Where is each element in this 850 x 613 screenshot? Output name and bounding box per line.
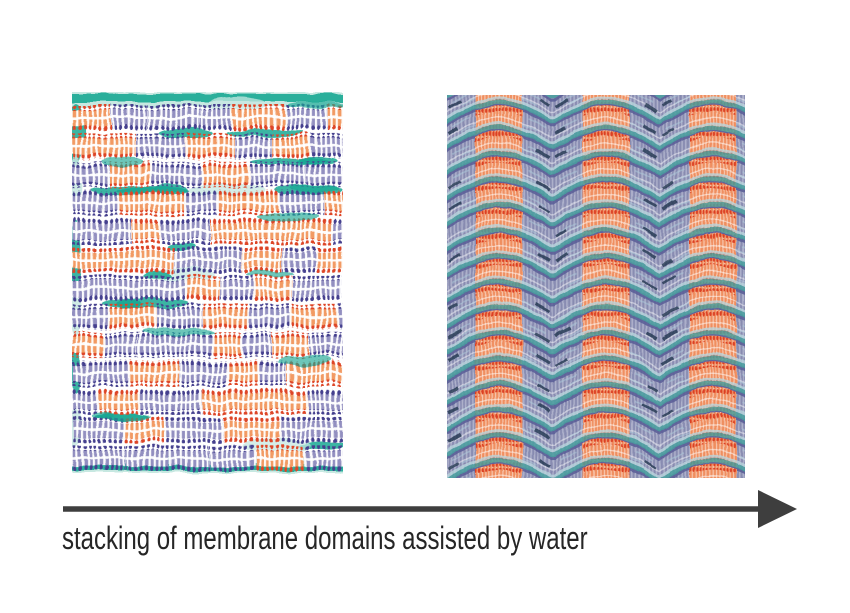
- purple-lipid-domain: [308, 332, 343, 358]
- purple-lipid-domain: [199, 105, 233, 131]
- orange-lipid-domain: [202, 161, 250, 188]
- orange-lipid-domain: [254, 445, 305, 472]
- orange-lipid-domain: [328, 105, 343, 131]
- orange-lipid-domain: [203, 389, 239, 415]
- process-arrow: [63, 490, 797, 528]
- purple-lipid-domain: [174, 247, 242, 273]
- orange-lipid-domain: [241, 247, 283, 273]
- stacked-orange-domain: [689, 463, 737, 478]
- purple-lipid-domain: [220, 275, 253, 301]
- purple-lipid-domain: [147, 105, 199, 131]
- purple-lipid-domain: [248, 303, 289, 330]
- orange-lipid-domain: [210, 218, 270, 244]
- purple-lipid-domain: [161, 218, 210, 244]
- orange-lipid-domain: [98, 389, 140, 415]
- orange-lipid-domain: [72, 247, 118, 273]
- purple-lipid-domain: [311, 133, 343, 159]
- orange-lipid-domain: [252, 275, 292, 301]
- purple-lipid-domain: [304, 445, 343, 472]
- orange-lipid-domain: [184, 133, 235, 159]
- orange-lipid-domain: [187, 275, 220, 301]
- orange-lipid-domain: [228, 360, 259, 386]
- purple-lipid-domain: [72, 417, 124, 443]
- purple-lipid-domain: [331, 417, 343, 443]
- orange-lipid-domain: [72, 332, 104, 358]
- purple-lipid-domain: [72, 303, 107, 330]
- membrane-sheet: [72, 92, 343, 473]
- orange-lipid-domain: [271, 332, 308, 358]
- orange-lipid-domain: [238, 389, 307, 415]
- purple-lipid-domain: [307, 389, 343, 415]
- purple-lipid-domain: [72, 360, 128, 386]
- purple-lipid-domain: [282, 247, 316, 273]
- orange-lipid-domain: [203, 303, 249, 330]
- orange-lipid-domain: [272, 133, 312, 159]
- purple-lipid-domain: [72, 389, 99, 415]
- orange-lipid-domain: [117, 247, 174, 273]
- purple-lipid-domain: [111, 105, 148, 131]
- orange-lipid-domain: [107, 303, 157, 330]
- panel-stacked-membrane-domains: [447, 95, 745, 478]
- orange-lipid-domain: [72, 105, 111, 131]
- purple-lipid-domain: [72, 275, 140, 301]
- purple-lipid-domain: [210, 445, 255, 472]
- orange-lipid-domain: [119, 190, 185, 216]
- orange-lipid-domain: [131, 218, 161, 244]
- purple-lipid-domain: [332, 218, 343, 244]
- stacked-orange-domain: [475, 463, 523, 478]
- stacked-lamellae: [447, 95, 745, 478]
- panel-unstacked-membrane-domains: [72, 92, 343, 473]
- purple-lipid-domain: [140, 275, 187, 301]
- orange-lipid-domain: [124, 417, 164, 443]
- purple-lipid-domain: [156, 303, 204, 330]
- orange-lipid-domain: [323, 190, 343, 216]
- purple-lipid-domain: [280, 417, 331, 443]
- purple-lipid-domain: [150, 161, 202, 188]
- purple-lipid-domain: [169, 445, 210, 472]
- purple-lipid-domain: [242, 332, 272, 358]
- purple-lipid-domain: [337, 303, 343, 330]
- orange-lipid-domain: [128, 360, 179, 386]
- purple-lipid-domain: [185, 190, 218, 216]
- purple-lipid-domain: [140, 389, 203, 415]
- purple-lipid-domain: [292, 275, 343, 301]
- purple-lipid-domain: [284, 105, 328, 131]
- purple-lipid-domain: [164, 417, 224, 443]
- orange-lipid-domain: [224, 417, 281, 443]
- orange-lipid-domain: [212, 332, 243, 358]
- orange-lipid-domain: [270, 218, 332, 244]
- purple-lipid-domain: [307, 161, 343, 188]
- purple-lipid-domain: [104, 332, 137, 358]
- orange-lipid-domain: [218, 190, 280, 216]
- purple-lipid-domain: [72, 445, 126, 472]
- purple-lipid-domain: [179, 360, 229, 386]
- figure-caption: stacking of membrane domains assisted by…: [62, 520, 588, 556]
- purple-lipid-domain: [72, 161, 110, 188]
- purple-lipid-domain: [136, 133, 185, 159]
- purple-lipid-domain: [235, 133, 272, 159]
- purple-lipid-domain: [126, 445, 170, 472]
- orange-lipid-domain: [72, 133, 136, 159]
- purple-lipid-domain: [72, 190, 119, 216]
- purple-lipid-domain: [258, 360, 288, 386]
- purple-lipid-domain: [72, 218, 132, 244]
- orange-lipid-domain: [233, 105, 284, 131]
- stacked-orange-domain: [582, 463, 630, 478]
- purple-lipid-domain: [280, 190, 324, 216]
- arrow-head-icon: [758, 490, 797, 528]
- orange-lipid-domain: [289, 303, 338, 330]
- orange-lipid-domain: [315, 247, 343, 273]
- purple-lipid-domain: [137, 332, 166, 358]
- purple-lipid-domain: [249, 161, 308, 188]
